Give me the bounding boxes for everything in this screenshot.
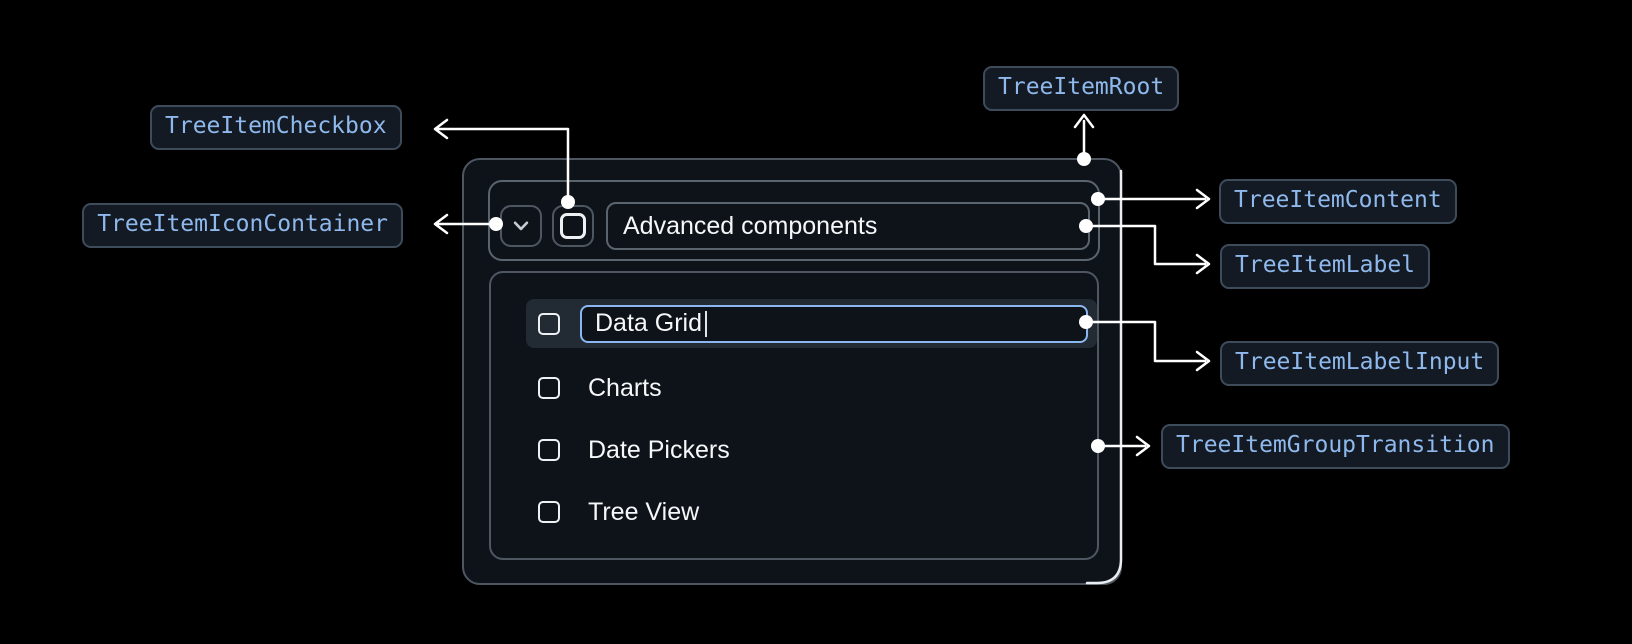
annotation-tree-item-label: TreeItemLabel — [1220, 244, 1431, 289]
row-checkbox[interactable] — [538, 501, 560, 523]
label-input-value: Data Grid — [595, 309, 702, 337]
row-label: Tree View — [588, 497, 700, 526]
tree-item-label-input[interactable]: Data Grid — [580, 304, 1088, 343]
row-checkbox[interactable] — [538, 439, 560, 461]
row-checkbox[interactable] — [538, 312, 560, 335]
tree-row[interactable]: Date Pickers — [526, 426, 1097, 474]
tree-row[interactable]: Charts — [526, 364, 1097, 412]
annotation-tree-item-icon-container: TreeItemIconContainer — [82, 203, 403, 248]
annotation-tree-item-root: TreeItemRoot — [983, 66, 1180, 111]
tree-item-label: Advanced components — [606, 202, 1090, 250]
annotation-tree-item-content: TreeItemContent — [1219, 179, 1457, 224]
text-cursor — [704, 310, 707, 337]
parent-label-text: Advanced components — [623, 211, 878, 240]
row-label: Date Pickers — [588, 435, 730, 464]
tree-item-icon-container[interactable] — [500, 205, 542, 247]
tree-item-checkbox-container — [552, 205, 594, 247]
tree-row[interactable]: Tree View — [526, 488, 1097, 536]
tree-item-root: Advanced components Data Grid Charts Dat… — [462, 158, 1122, 585]
chevron-down-icon — [513, 221, 529, 231]
annotation-tree-item-checkbox: TreeItemCheckbox — [150, 105, 402, 150]
row-checkbox[interactable] — [538, 377, 560, 399]
tree-item-checkbox[interactable] — [560, 213, 586, 239]
annotation-tree-item-label-input: TreeItemLabelInput — [1220, 341, 1500, 386]
annotation-tree-item-group-transition: TreeItemGroupTransition — [1161, 424, 1510, 469]
row-label: Charts — [588, 373, 662, 402]
tree-row-editing[interactable]: Data Grid — [526, 299, 1097, 348]
tree-item-group-transition: Data Grid Charts Date Pickers Tree View — [489, 271, 1099, 560]
arrow-root — [1073, 113, 1095, 161]
tree-item-content[interactable]: Advanced components — [488, 180, 1100, 261]
